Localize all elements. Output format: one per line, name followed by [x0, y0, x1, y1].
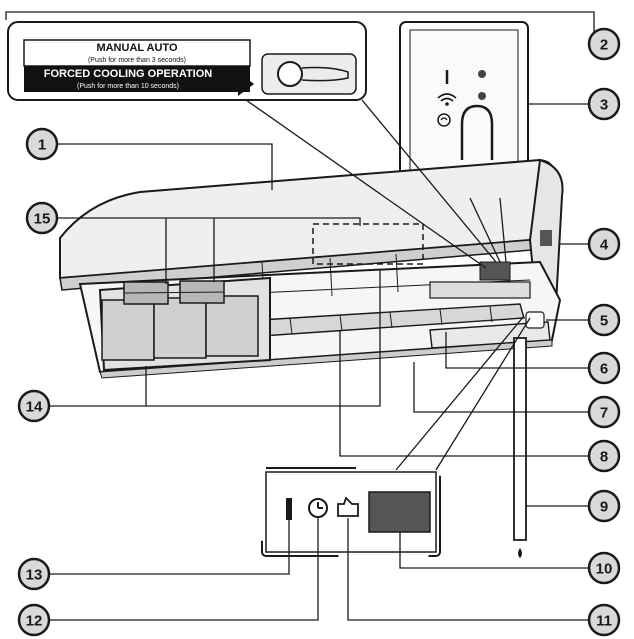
callout-14: 14: [17, 389, 51, 423]
leader-lines: [5, 11, 595, 621]
callout-2: 2: [587, 27, 621, 61]
purifier-icon: [337, 496, 359, 517]
timer-icon: [308, 498, 328, 518]
wireless-button-icon: [437, 113, 451, 127]
svg-text:13: 13: [26, 567, 43, 584]
temperature-display: [368, 491, 431, 533]
callout-7: 7: [587, 395, 621, 429]
callout-4: 4: [587, 227, 621, 261]
manual-auto-subtitle: (Push for more than 3 seconds): [88, 57, 186, 64]
air-filters: [98, 276, 271, 372]
manual-button-housing: [479, 261, 511, 281]
signal-receiver: [525, 311, 545, 329]
callout-1: 1: [25, 127, 59, 161]
svg-text:6: 6: [600, 361, 608, 378]
power-lamp-icon: [286, 498, 292, 520]
control-strip: [429, 281, 531, 299]
svg-text:9: 9: [600, 499, 608, 516]
wifi-icon: [437, 93, 457, 106]
callouts: 1 2 3 4 5 6 7 8: [17, 27, 621, 637]
svg-text:14: 14: [26, 399, 43, 416]
callout-15: 15: [25, 201, 59, 235]
remote-button-icon: [277, 61, 303, 87]
display-area: [312, 223, 424, 265]
callout-6: 6: [587, 351, 621, 385]
callout-5: 5: [587, 303, 621, 337]
svg-text:4: 4: [600, 237, 609, 254]
water-drop-icon: [518, 548, 522, 558]
air-filter-middle: [153, 297, 207, 359]
svg-text:12: 12: [26, 613, 43, 630]
indicator-panel: [261, 467, 441, 557]
manual-auto-title: MANUAL AUTO: [96, 42, 178, 54]
svg-text:7: 7: [600, 405, 608, 422]
callout-3: 3: [587, 87, 621, 121]
svg-text:1: 1: [38, 137, 46, 154]
indicator-inset: [399, 21, 529, 199]
arrow-right-icon: [218, 72, 254, 96]
callout-11: 11: [587, 603, 621, 637]
forced-cooling-title: FORCED COOLING OPERATION: [44, 68, 213, 80]
forced-cooling-subtitle: (Push for more than 10 seconds): [77, 83, 179, 90]
svg-text:3: 3: [600, 97, 608, 114]
svg-text:15: 15: [34, 211, 51, 228]
wireless-reset-slot: [460, 104, 494, 160]
air-filter-left: [101, 299, 155, 361]
manual-auto-band: [23, 39, 251, 67]
air-filter-right: [205, 295, 259, 357]
drain-hose: [513, 337, 527, 558]
button-label-panel: MANUAL AUTO (Push for more than 3 second…: [7, 21, 367, 101]
indicator-panel-frame: [265, 471, 437, 553]
svg-text:11: 11: [596, 613, 612, 630]
forced-cooling-band: [24, 66, 250, 92]
manual-auto-button: [261, 53, 357, 95]
svg-text:2: 2: [600, 37, 608, 54]
svg-text:10: 10: [596, 561, 613, 578]
svg-text:8: 8: [600, 449, 608, 466]
hinge-icon: [540, 230, 552, 246]
callout-12: 12: [17, 603, 51, 637]
callout-8: 8: [587, 439, 621, 473]
callout-10: 10: [587, 551, 621, 585]
callout-9: 9: [587, 489, 621, 523]
callout-13: 13: [17, 557, 51, 591]
svg-text:5: 5: [600, 313, 608, 330]
